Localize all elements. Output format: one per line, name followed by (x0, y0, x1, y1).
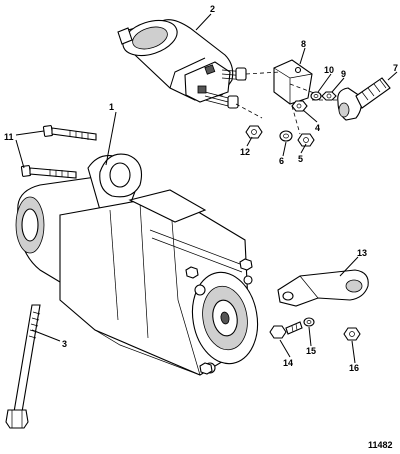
callout-15: 15 (306, 346, 316, 356)
leader-lines (15, 13, 398, 364)
figure-number: 11482 (368, 440, 393, 450)
terminal-hardware (245, 91, 337, 147)
support-bracket (277, 269, 369, 307)
long-bolt (5, 304, 41, 429)
callout-5: 5 (298, 154, 303, 164)
mounting-bolts (20, 125, 97, 179)
callout-14: 14 (283, 358, 293, 368)
callout-3: 3 (62, 339, 67, 349)
bracket-hardware (269, 317, 361, 341)
callout-8: 8 (301, 39, 306, 49)
callout-4: 4 (315, 123, 320, 133)
callout-2: 2 (210, 4, 215, 14)
cable-boot (337, 77, 391, 121)
callout-11: 11 (4, 132, 14, 142)
callout-10: 10 (324, 65, 334, 75)
terminal-bracket (273, 59, 313, 105)
callout-13: 13 (357, 248, 367, 258)
solenoid (117, 19, 247, 109)
callout-7: 7 (393, 63, 398, 73)
callout-1: 1 (109, 102, 114, 112)
callout-16: 16 (349, 363, 359, 373)
callout-9: 9 (341, 69, 346, 79)
callout-12: 12 (240, 147, 250, 157)
starter-motor (15, 153, 259, 376)
callout-6: 6 (279, 156, 284, 166)
